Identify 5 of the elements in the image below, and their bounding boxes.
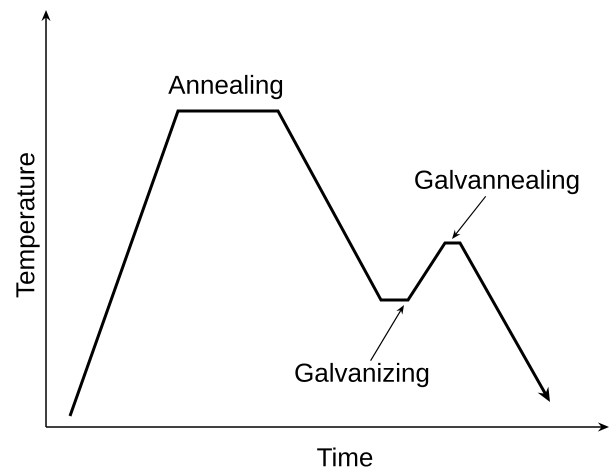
stage-label: Annealing	[168, 74, 282, 100]
axis-label: Time	[317, 447, 372, 467]
callout-text: Galvannealing	[415, 170, 578, 194]
callout-text: Galvanizing	[295, 362, 428, 388]
axis-label: Temperature	[16, 153, 40, 298]
